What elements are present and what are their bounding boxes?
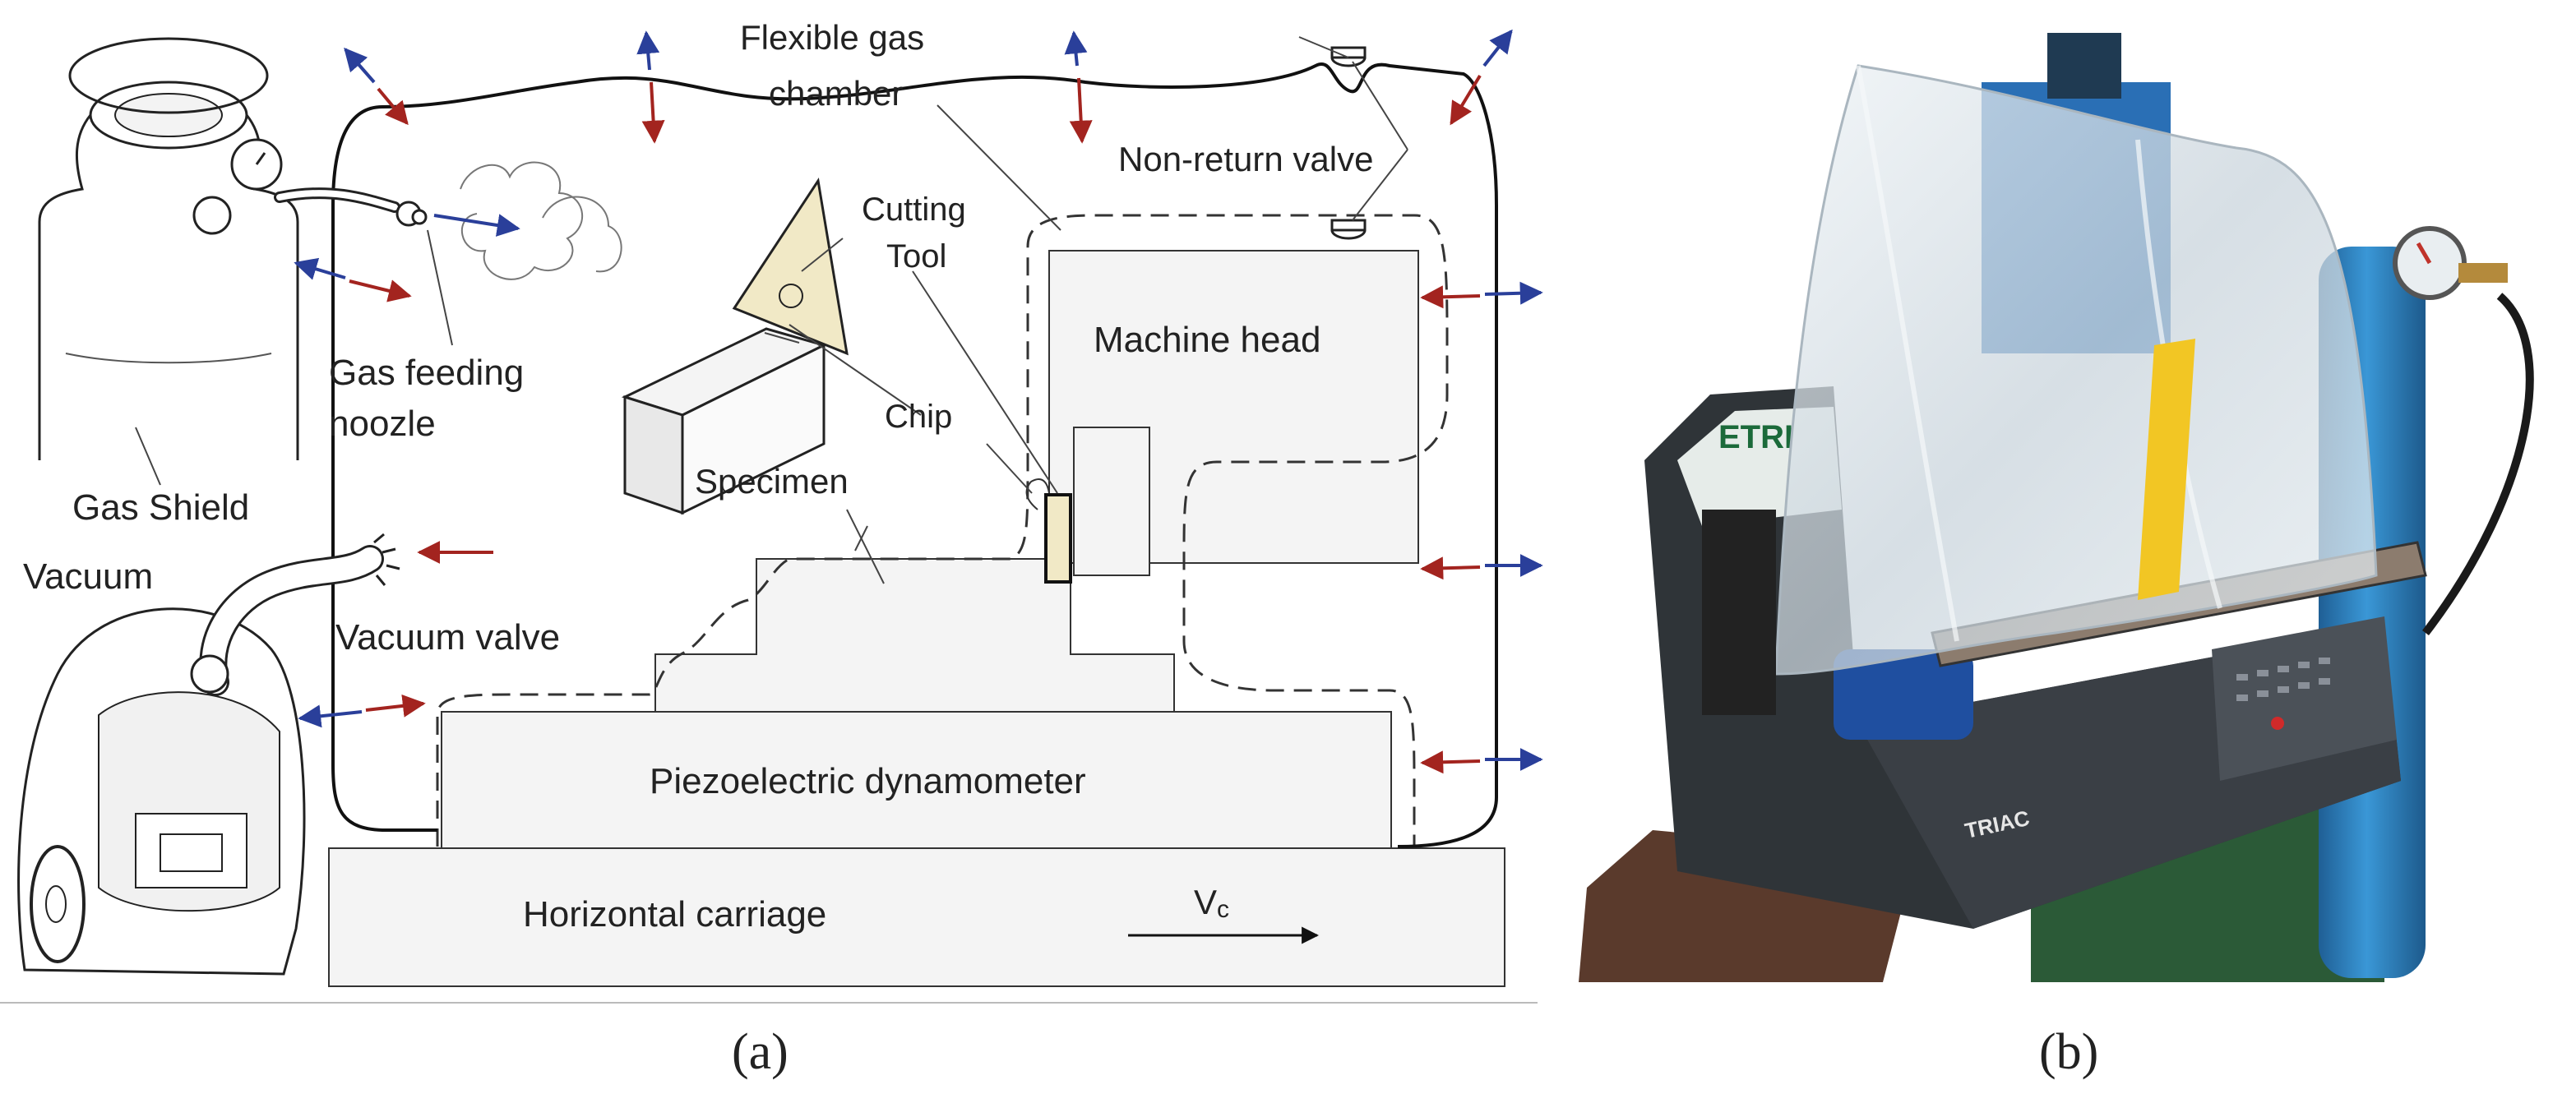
flexible-gas-chamber-label: Flexible gas chamber [740, 18, 934, 113]
panel-b-label: (b) [2039, 1024, 2098, 1080]
panel-a-diagram: Flexible gas chamber Non-return valve Cu… [0, 18, 1543, 1080]
arrow-nozzle [433, 214, 520, 237]
gas-cloud [460, 161, 622, 280]
arrow-right-1 [1420, 285, 1481, 309]
chip-label: Chip [885, 399, 952, 435]
horizontal-carriage-label: Horizontal carriage [523, 894, 826, 935]
cutting-tool-label: Cutting Tool [862, 192, 975, 275]
photo-hose [2422, 293, 2534, 636]
outer-gas-envelope [331, 62, 1498, 848]
specimen-base [654, 558, 1175, 713]
arrow-vacuum-body [298, 704, 363, 728]
cutting-tool-line2: Tool [886, 238, 946, 275]
arrow-right-2 [1420, 556, 1481, 580]
arrow-top-1 [636, 30, 660, 71]
cutting-tool-insert [1044, 493, 1072, 584]
panel-a-label: (a) [732, 1024, 789, 1080]
non-return-valve-chamber [1330, 219, 1367, 240]
gas-feeding-noozle-label: Gas feeding noozle [329, 353, 534, 444]
photo-side-text: ETRI [1718, 419, 1793, 455]
machine-head-arm [1073, 427, 1150, 576]
photo-yellow-tape [2138, 339, 2195, 600]
chip-curl [1025, 478, 1050, 510]
leader-lines [135, 36, 1408, 584]
panel-b-photo: TRIAC ETRI (b) [1579, 33, 2534, 1080]
flexible-gas-chamber-line2: chamber [769, 74, 903, 113]
photo-blue-carriage [1834, 649, 1973, 740]
photo-control-panel [2212, 616, 2397, 781]
velocity-label: Vc [1194, 883, 1229, 923]
vacuum-label: Vacuum [23, 556, 153, 597]
cutting-tool-line1: Cutting [862, 192, 966, 228]
cutting-tool-detail [732, 177, 849, 356]
piezoelectric-dynamometer-block [441, 711, 1392, 849]
gas-feeding-line1: Gas feeding [329, 353, 524, 393]
gas-feeding-line2: noozle [329, 404, 436, 444]
arrow-top-2 [1064, 30, 1088, 67]
vacuum-valve-label: Vacuum valve [335, 617, 560, 658]
arrow-top-right [1482, 29, 1513, 67]
flexible-gas-chamber-line1: Flexible gas [740, 18, 924, 57]
velocity-symbol: V [1194, 883, 1217, 921]
arrow-top-left [344, 47, 376, 84]
photo-inner-device [1702, 510, 1776, 715]
flexible-gas-chamber-boundary [436, 214, 1449, 847]
vacuum-cleaner-drawing [17, 533, 400, 976]
horizontal-carriage-block [328, 847, 1505, 987]
arrow-right-3 [1420, 750, 1481, 774]
photo-plastic-bag [1774, 64, 2378, 676]
arrow-left-mid [294, 257, 346, 280]
non-return-valve-label: Non-return valve [1118, 140, 1373, 178]
specimen-label: Specimen [695, 462, 849, 501]
gas-flow-arrows [294, 29, 1543, 774]
gas-cylinder-drawing [38, 37, 428, 460]
machine-head-label: Machine head [1094, 320, 1320, 360]
gas-shield-label: Gas Shield [72, 487, 249, 528]
piezoelectric-dynamometer-label: Piezoelectric dynamometer [650, 761, 1086, 801]
velocity-subscript: c [1217, 896, 1229, 923]
